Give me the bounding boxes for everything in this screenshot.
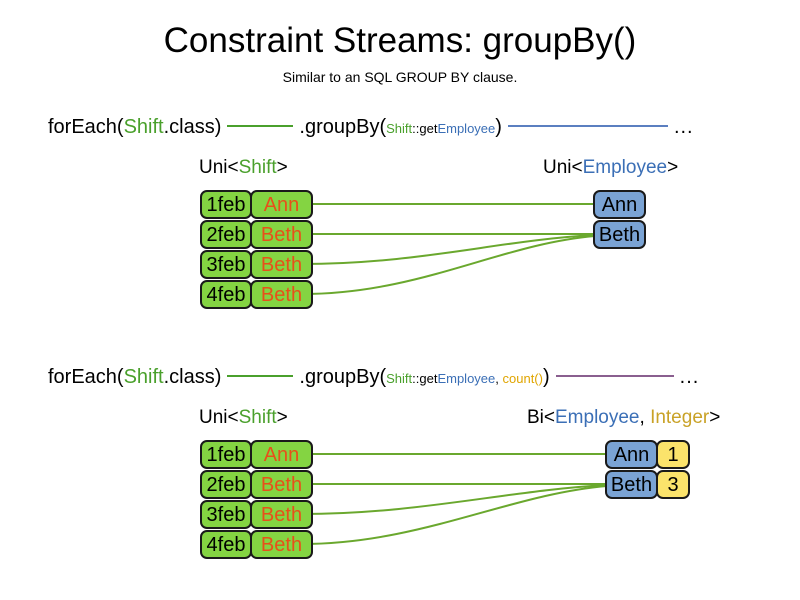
shift-row[interactable]: 1feb Ann [200,440,313,469]
link2-3feb-beth [301,484,608,515]
shift-employee-cell: Beth [250,470,313,499]
shift-row[interactable]: 2feb Beth [200,470,313,499]
employee-name-cell: Ann [605,440,658,469]
type-label-right-bi-employee-integer: Bi<Employee, Integer> [527,406,720,430]
code-groupby: .groupBy( [299,366,387,388]
type-suffix: > [276,157,288,178]
code-foreach-tail: .class) [163,366,222,388]
code-ellipsis: ... [673,116,694,138]
code-groupby-tail: ) [495,116,502,138]
shift-row[interactable]: 3feb Beth [200,500,313,529]
type-prefix: Uni< [543,157,583,178]
employee-count-row[interactable]: Ann 1 [605,440,690,469]
shift-employee-cell: Ann [250,190,313,219]
code-arg-method: ::get [412,121,438,136]
shift-employee-cell: Beth [250,530,313,559]
shift-row[interactable]: 4feb Beth [200,280,313,309]
link-3feb-beth [301,234,596,265]
shift-date-cell: 3feb [200,250,252,279]
employee-row[interactable]: Ann [593,190,646,219]
type-generic: Shift [238,157,277,178]
type-prefix: Uni< [199,157,239,178]
type-label-left-uni-shift: Uni<Shift> [199,156,288,180]
code-arg-property: Employee [437,371,496,386]
code-arg-class: Shift [386,121,413,136]
code-foreach-type: Shift [123,116,164,138]
code-foreach: forEach( [48,366,124,388]
shift-date-cell: 1feb [200,190,252,219]
code-groupby: .groupBy( [299,116,387,138]
shift-employee-cell: Beth [250,500,313,529]
shift-row[interactable]: 1feb Ann [200,190,313,219]
shift-date-cell: 2feb [200,220,252,249]
shift-employee-cell: Beth [250,220,313,249]
type-label-right-uni-employee: Uni<Employee> [543,156,678,180]
shift-date-cell: 1feb [200,440,252,469]
code-arg-method: ::get [412,371,438,386]
type-generic: Shift [238,407,277,428]
shift-employee-cell: Beth [250,250,313,279]
connector-foreach-groupby [227,374,294,377]
type-generic: Employee [582,157,668,178]
type-suffix: > [276,407,288,428]
employee-count-cell: 1 [656,440,690,469]
connector-groupby-output [555,374,674,377]
code-arg-collector: count() [502,371,543,386]
page-subtitle: Similar to an SQL GROUP BY clause. [282,69,518,85]
code-line-groupby-count: forEach(Shift.class).groupBy(Shift::getE… [48,364,699,392]
shift-date-cell: 4feb [200,530,252,559]
shift-date-cell: 3feb [200,500,252,529]
link2-4feb-beth [301,485,608,545]
code-foreach: forEach( [48,116,124,138]
shift-row[interactable]: 2feb Beth [200,220,313,249]
shift-row[interactable]: 3feb Beth [200,250,313,279]
connector-groupby-output [507,124,668,127]
type-suffix: > [709,407,721,428]
employee-count-cell: 3 [656,470,690,499]
code-arg-class: Shift [386,371,413,386]
type-suffix: > [667,157,679,178]
type-label-left-uni-shift: Uni<Shift> [199,406,288,430]
employee-name-cell: Ann [593,190,646,219]
shift-row[interactable]: 4feb Beth [200,530,313,559]
shift-date-cell: 2feb [200,470,252,499]
type-generic: Employee [555,407,640,428]
code-groupby-tail: ) [542,366,550,388]
connector-foreach-groupby [227,124,294,127]
type-prefix: Uni< [199,407,239,428]
code-foreach-type: Shift [123,366,164,388]
code-arg-separator: , [495,371,503,386]
page-title: Constraint Streams: groupBy() [163,21,637,60]
code-line-groupby-single: forEach(Shift.class).groupBy(Shift::getE… [48,114,694,142]
code-foreach-tail: .class) [163,116,222,138]
shift-date-cell: 4feb [200,280,252,309]
type-generic-2: Integer [650,407,710,428]
code-ellipsis: ... [679,366,700,388]
employee-name-cell: Beth [593,220,646,249]
link-4feb-beth [301,235,596,295]
type-separator: , [639,407,651,428]
shift-employee-cell: Beth [250,280,313,309]
shift-employee-cell: Ann [250,440,313,469]
type-prefix: Bi< [527,407,555,428]
employee-row[interactable]: Beth [593,220,646,249]
employee-name-cell: Beth [605,470,658,499]
employee-count-row[interactable]: Beth 3 [605,470,690,499]
code-arg-property: Employee [437,121,496,136]
